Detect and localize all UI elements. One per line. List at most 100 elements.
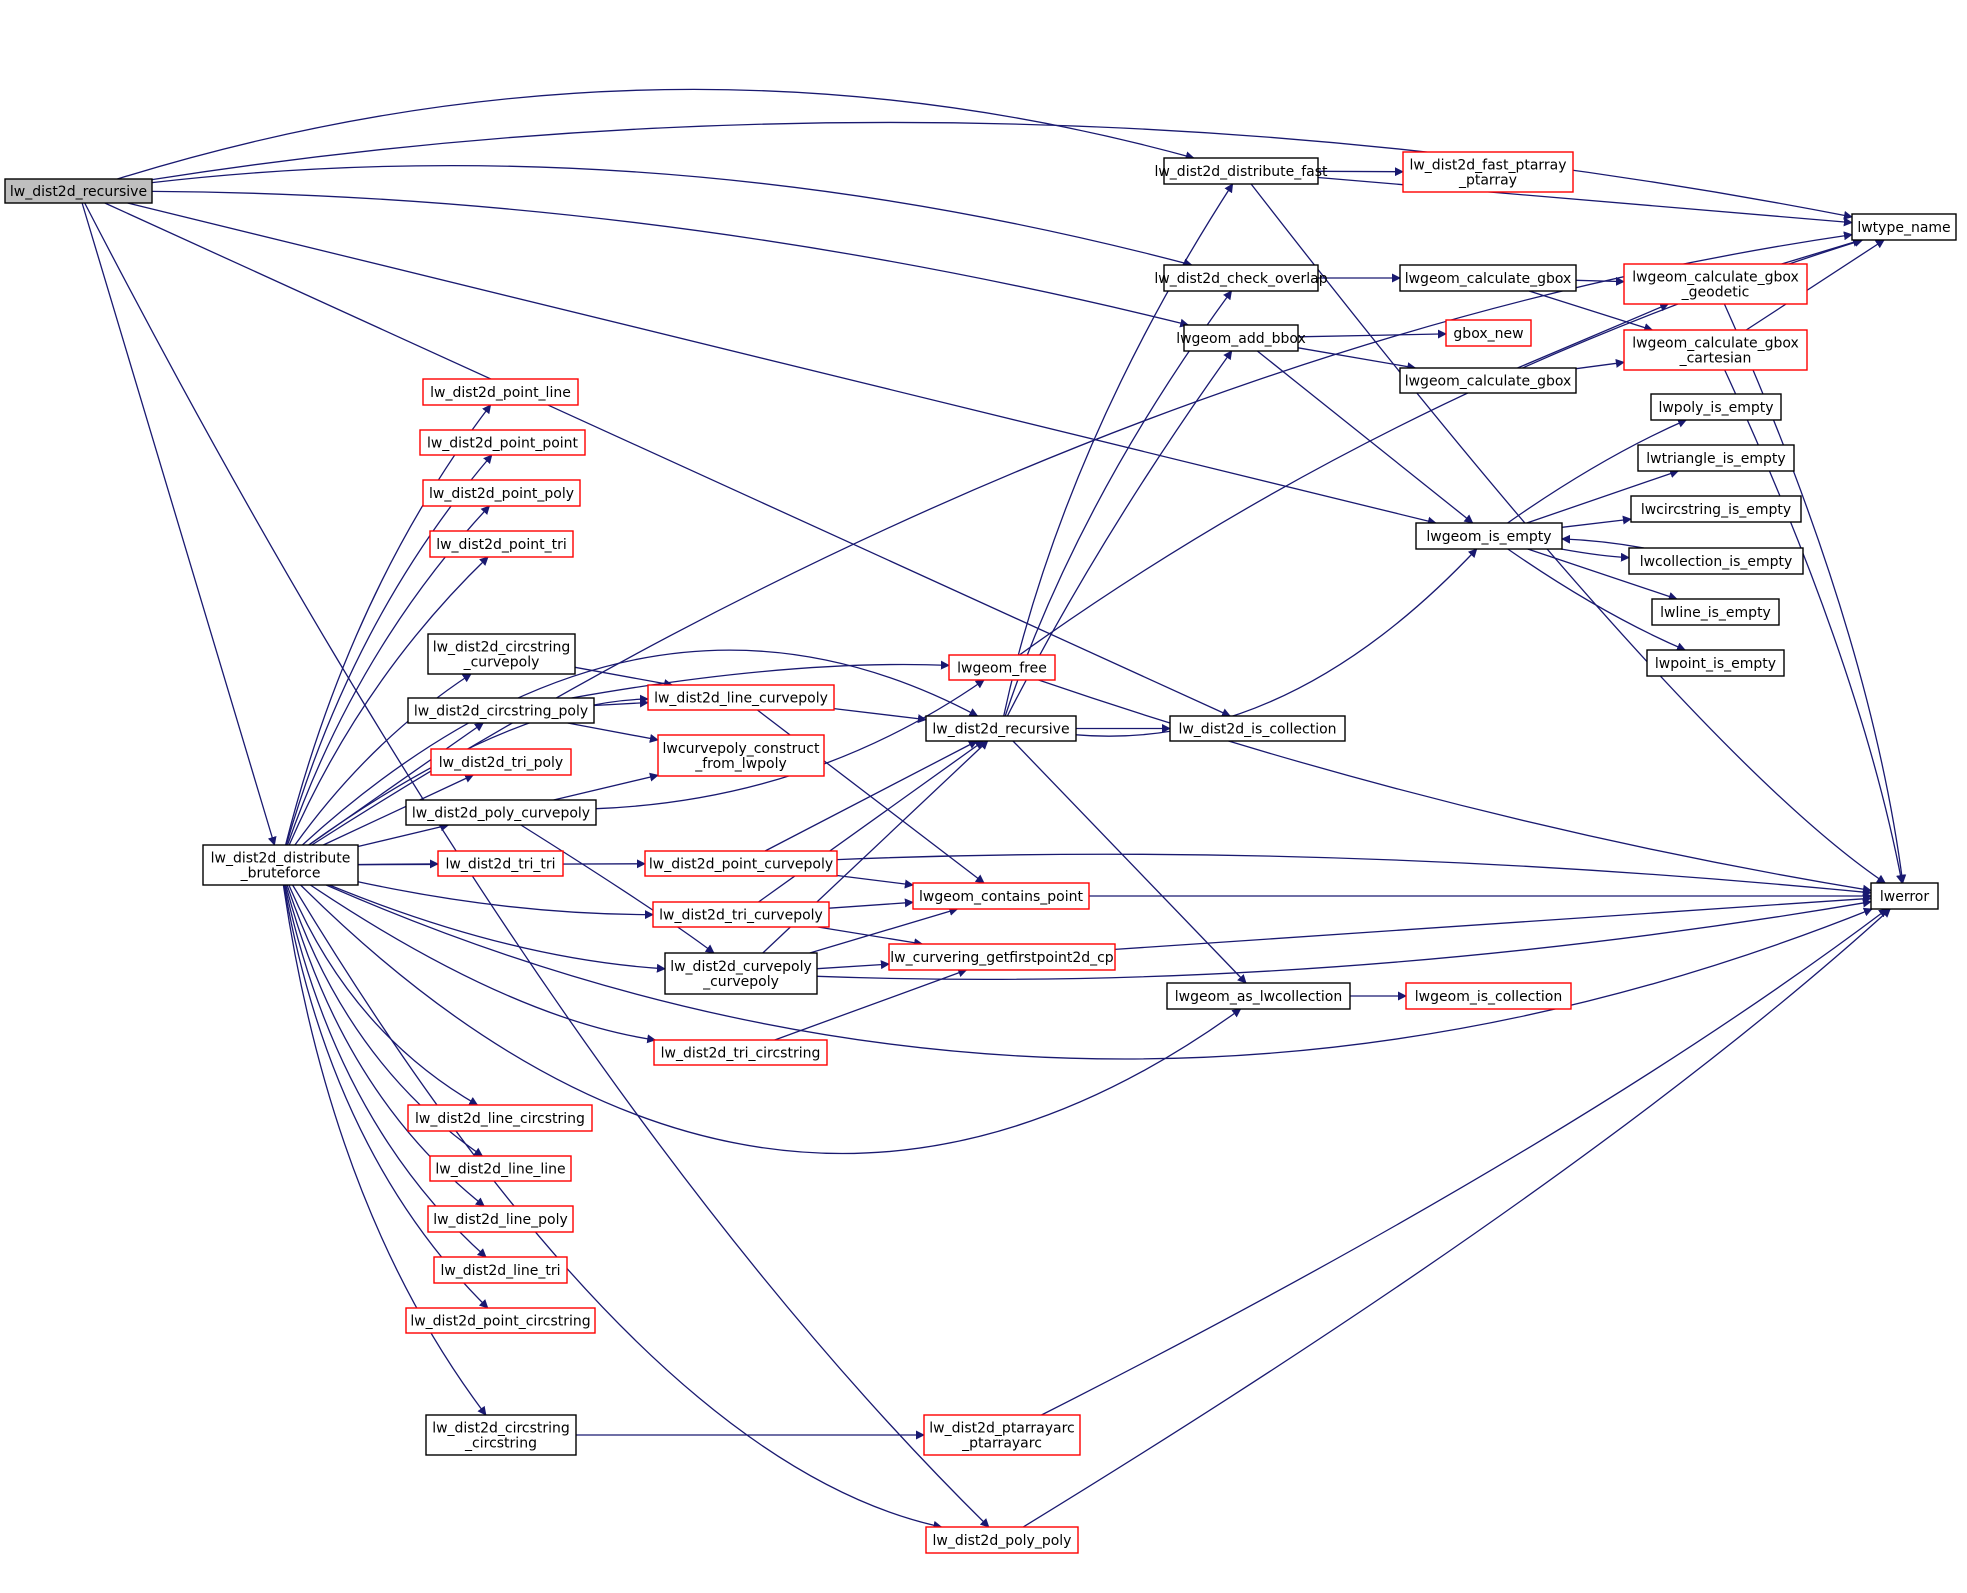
node-box[interactable] [664, 952, 818, 995]
node-line-line[interactable]: lw_dist2d_line_line [429, 1155, 572, 1182]
node-fast-pa[interactable]: lw_dist2d_fast_ptarray_ptarray [1402, 151, 1574, 193]
node-pt-line[interactable]: lw_dist2d_point_line [422, 378, 579, 406]
node-line-cp[interactable]: lw_dist2d_line_curvepoly [647, 684, 835, 711]
node-gbox-new[interactable]: gbox_new [1445, 319, 1532, 347]
node-box[interactable] [1445, 319, 1532, 347]
node-gbox-cart[interactable]: lwgeom_calculate_gbox_cartesian [1623, 329, 1808, 371]
node-box[interactable] [1623, 263, 1808, 305]
node-cp-cp[interactable]: lw_dist2d_curvepoly_curvepoly [664, 952, 818, 995]
node-box[interactable] [433, 1256, 568, 1284]
node-cs-cs[interactable]: lw_dist2d_circstring_circstring [425, 1414, 577, 1456]
node-box[interactable] [422, 378, 579, 406]
node-box[interactable] [407, 697, 595, 724]
node-box[interactable] [430, 748, 572, 776]
node-calc-gbox1[interactable]: lwgeom_calculate_gbox [1399, 264, 1577, 292]
node-rec2[interactable]: lw_dist2d_recursive [925, 715, 1077, 742]
node-box[interactable] [923, 1414, 1081, 1456]
node-is-coll2[interactable]: lwgeom_is_collection [1405, 982, 1572, 1010]
node-pt-tri[interactable]: lw_dist2d_point_tri [429, 530, 574, 558]
node-box[interactable] [1646, 649, 1785, 677]
node-box[interactable] [405, 799, 597, 826]
node-box[interactable] [657, 734, 825, 777]
node-box[interactable] [429, 1155, 572, 1182]
node-box[interactable] [4, 178, 153, 204]
node-box[interactable] [427, 633, 576, 675]
node-box[interactable] [1163, 264, 1319, 292]
node-box[interactable] [912, 882, 1090, 910]
node-box[interactable] [1870, 882, 1939, 910]
node-box[interactable] [1651, 598, 1780, 626]
node-gbox-geod[interactable]: lwgeom_calculate_gbox_geodetic [1623, 263, 1808, 305]
node-poly-cp[interactable]: lw_dist2d_poly_curvepoly [405, 799, 597, 826]
node-cs-poly[interactable]: lw_dist2d_circstring_poly [407, 697, 595, 724]
node-box[interactable] [1402, 151, 1574, 193]
node-box[interactable] [1399, 264, 1577, 292]
node-lwgeom-free[interactable]: lwgeom_free [948, 654, 1056, 681]
node-box[interactable] [1637, 444, 1795, 472]
node-box[interactable] [1623, 329, 1808, 371]
node-box[interactable] [437, 850, 564, 877]
node-circ-empty[interactable]: lwcircstring_is_empty [1630, 495, 1802, 523]
node-pt-cs[interactable]: lw_dist2d_point_circstring [405, 1307, 596, 1334]
node-dist-fast[interactable]: lw_dist2d_distribute_fast [1154, 157, 1328, 185]
node-box[interactable] [1166, 982, 1351, 1010]
node-pt-poly[interactable]: lw_dist2d_point_poly [422, 479, 581, 507]
node-box[interactable] [202, 844, 359, 886]
node-tri-cp[interactable]: lw_dist2d_tri_curvepoly [652, 901, 830, 928]
node-bruteforce[interactable]: lw_dist2d_distribute_bruteforce [202, 844, 359, 886]
node-poly-poly[interactable]: lw_dist2d_poly_poly [925, 1526, 1079, 1554]
node-box[interactable] [644, 850, 838, 877]
node-box[interactable] [1851, 213, 1957, 241]
node-tri-tri[interactable]: lw_dist2d_tri_tri [437, 850, 564, 877]
node-pt-cp[interactable]: lw_dist2d_point_curvepoly [644, 850, 838, 877]
node-tri-empty[interactable]: lwtriangle_is_empty [1637, 444, 1795, 472]
node-pt-pt[interactable]: lw_dist2d_point_point [419, 429, 586, 456]
node-box[interactable] [427, 1205, 574, 1233]
node-box[interactable] [1630, 495, 1802, 523]
node-box[interactable] [652, 901, 830, 928]
node-box[interactable] [422, 479, 581, 507]
node-line-empty[interactable]: lwline_is_empty [1651, 598, 1780, 626]
node-box[interactable] [647, 684, 835, 711]
node-add-bbox[interactable]: lwgeom_add_bbox [1176, 324, 1306, 352]
node-as-lwcoll[interactable]: lwgeom_as_lwcollection [1166, 982, 1351, 1010]
node-cs-cp[interactable]: lw_dist2d_circstring_curvepoly [427, 633, 576, 675]
node-contains-pt[interactable]: lwgeom_contains_point [912, 882, 1090, 910]
node-lwerror[interactable]: lwerror [1870, 882, 1939, 910]
node-box[interactable] [1399, 367, 1577, 394]
node-box[interactable] [405, 1307, 596, 1334]
node-tri-poly[interactable]: lw_dist2d_tri_poly [430, 748, 572, 776]
node-firstpoint[interactable]: lw_curvering_getfirstpoint2d_cp [888, 943, 1116, 971]
node-box[interactable] [1650, 393, 1782, 421]
node-is-collection[interactable]: lw_dist2d_is_collection [1169, 715, 1346, 742]
node-box[interactable] [419, 429, 586, 456]
node-lwcp-construct[interactable]: lwcurvepoly_construct_from_lwpoly [657, 734, 825, 777]
node-line-cs[interactable]: lw_dist2d_line_circstring [407, 1104, 593, 1132]
node-point-empty[interactable]: lwpoint_is_empty [1646, 649, 1785, 677]
node-poly-empty[interactable]: lwpoly_is_empty [1650, 393, 1782, 421]
node-box[interactable] [925, 715, 1077, 742]
node-box[interactable] [888, 943, 1116, 971]
node-box[interactable] [429, 530, 574, 558]
node-box[interactable] [1415, 522, 1563, 550]
node-coll-empty[interactable]: lwcollection_is_empty [1628, 547, 1804, 575]
node-box[interactable] [925, 1526, 1079, 1554]
node-box[interactable] [1183, 324, 1299, 352]
node-pa-arc[interactable]: lw_dist2d_ptarrayarc_ptarrayarc [923, 1414, 1081, 1456]
node-calc-gbox2[interactable]: lwgeom_calculate_gbox [1399, 367, 1577, 394]
node-check-overlap[interactable]: lw_dist2d_check_overlap [1154, 264, 1328, 292]
node-root[interactable]: lw_dist2d_recursive [4, 178, 153, 204]
node-box[interactable] [425, 1414, 577, 1456]
node-box[interactable] [1163, 157, 1319, 185]
node-tri-cs[interactable]: lw_dist2d_tri_circstring [653, 1039, 828, 1066]
node-line-tri[interactable]: lw_dist2d_line_tri [433, 1256, 568, 1284]
node-box[interactable] [1628, 547, 1804, 575]
node-is-empty[interactable]: lwgeom_is_empty [1415, 522, 1563, 550]
node-box[interactable] [1405, 982, 1572, 1010]
node-box[interactable] [948, 654, 1056, 681]
node-box[interactable] [1169, 715, 1346, 742]
node-box[interactable] [407, 1104, 593, 1132]
node-type-name[interactable]: lwtype_name [1851, 213, 1957, 241]
node-line-poly[interactable]: lw_dist2d_line_poly [427, 1205, 574, 1233]
node-box[interactable] [653, 1039, 828, 1066]
